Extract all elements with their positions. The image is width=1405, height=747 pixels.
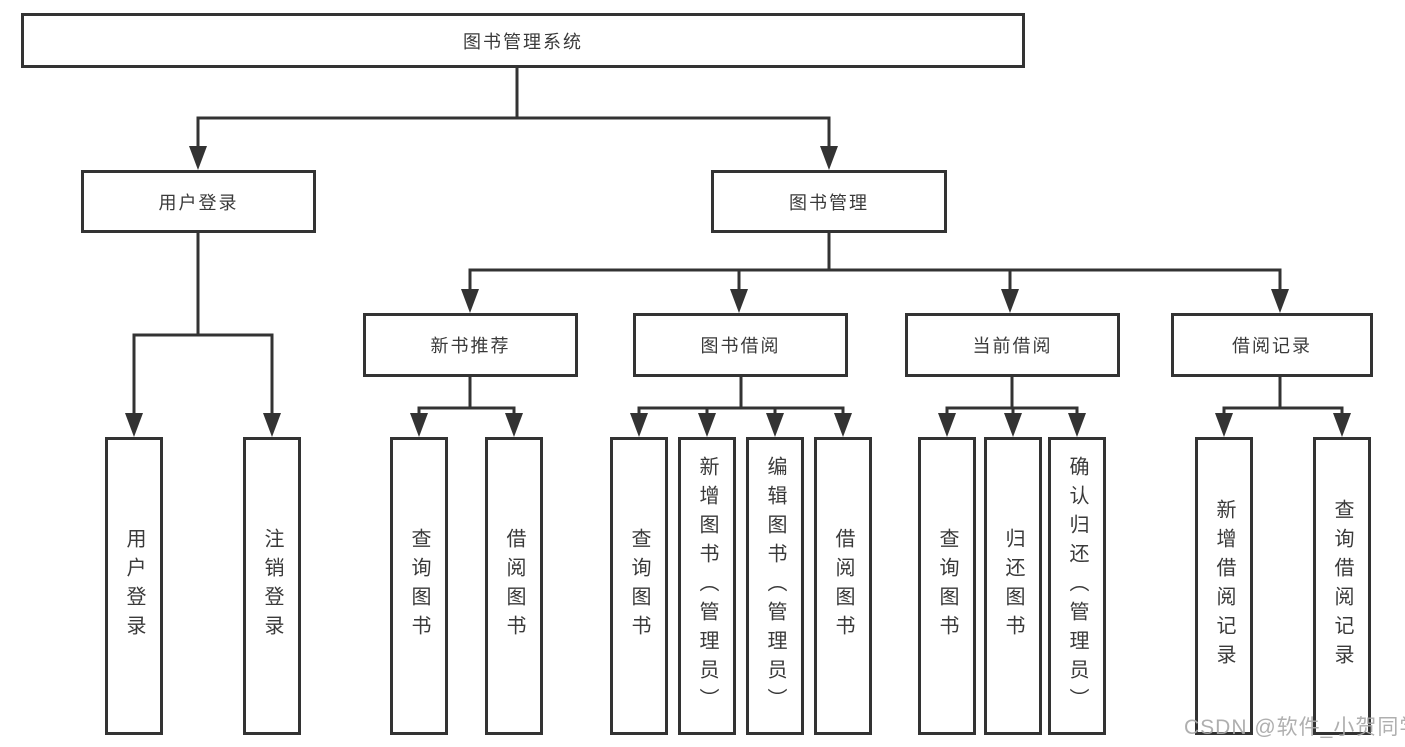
leaf-borrow-books-borrowing: 借阅图书 xyxy=(814,437,872,735)
node-book-borrowing: 图书借阅 xyxy=(633,313,848,377)
node-new-book-recommend: 新书推荐 xyxy=(363,313,578,377)
node-book-management: 图书管理 xyxy=(711,170,947,233)
leaf-logout: 注销登录 xyxy=(243,437,301,735)
node-borrowing-records: 借阅记录 xyxy=(1171,313,1373,377)
node-user-login: 用户登录 xyxy=(81,170,316,233)
leaf-query-books-recommend: 查询图书 xyxy=(390,437,448,735)
leaf-user-login: 用户登录 xyxy=(105,437,163,735)
leaf-add-borrow-record: 新增借阅记录 xyxy=(1195,437,1253,735)
leaf-query-books-current: 查询图书 xyxy=(918,437,976,735)
node-current-borrowing: 当前借阅 xyxy=(905,313,1120,377)
leaf-query-borrow-record: 查询借阅记录 xyxy=(1313,437,1371,735)
arrowhead-icons xyxy=(125,146,1351,437)
leaf-confirm-return-admin: 确认归还（管理员） xyxy=(1048,437,1106,735)
csdn-watermark: CSDN @软件_小贺同学 xyxy=(1184,716,1405,739)
leaf-add-books-admin: 新增图书（管理员） xyxy=(678,437,736,735)
leaf-return-books: 归还图书 xyxy=(984,437,1042,735)
node-book-management-system: 图书管理系统 xyxy=(21,13,1025,68)
leaf-borrow-books-recommend: 借阅图书 xyxy=(485,437,543,735)
leaf-query-books-borrowing: 查询图书 xyxy=(610,437,668,735)
leaf-edit-books-admin: 编辑图书（管理员） xyxy=(746,437,804,735)
